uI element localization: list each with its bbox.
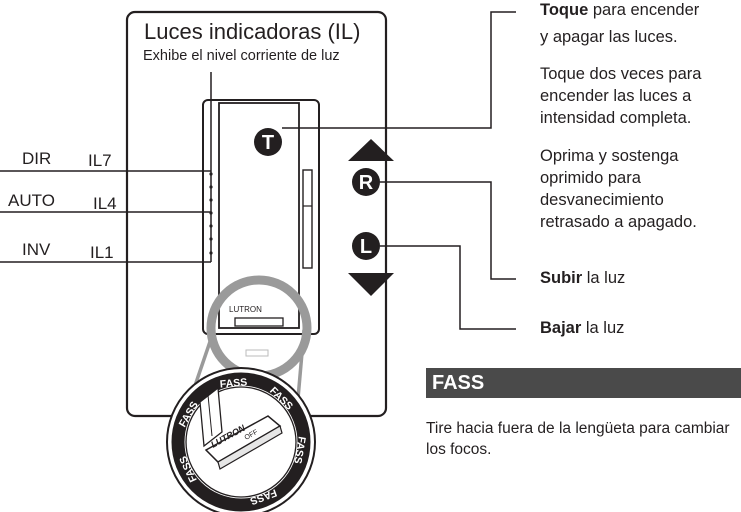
fass-description: Tire hacia fuera de la lengüeta para cam…: [426, 420, 730, 458]
mode-label-dir: DIR: [22, 149, 52, 168]
tap-callout: Toque para encender: [540, 0, 699, 20]
lower-callout: Bajar la luz: [540, 318, 624, 338]
hold-line1: Oprima y sostenga: [540, 147, 679, 165]
tap-button-letter: T: [262, 132, 274, 154]
page-title: Luces indicadoras (IL): [144, 19, 361, 44]
tap-leader: [282, 11, 516, 129]
raise-callout: Subir la luz: [540, 268, 625, 288]
tap-text: para encender: [588, 1, 700, 19]
indicator-label-il4: IL4: [93, 194, 117, 213]
raise-button-letter: R: [359, 172, 374, 194]
hold-line4: retrasado a apagado.: [540, 213, 697, 231]
indicator-label-il7: IL7: [88, 151, 112, 170]
fass-tab[interactable]: [234, 317, 284, 327]
tap-button-icon[interactable]: [254, 128, 282, 156]
tap-callout-line2: y apagar las luces.: [540, 28, 678, 46]
double-tap-line2: encender las luces a: [540, 87, 692, 105]
double-tap-line3: intensidad completa.: [540, 109, 692, 127]
lower-arrow-icon[interactable]: [348, 273, 394, 296]
double-tap-line1: Toque dos veces para: [540, 65, 702, 83]
lower-text: la luz: [581, 319, 625, 337]
raise-arrow-icon[interactable]: [348, 139, 394, 161]
lower-bold: Bajar: [540, 319, 582, 337]
hold-line3: desvanecimiento: [540, 191, 664, 209]
ring-word: FASS: [291, 435, 308, 464]
tap-bold: Toque: [540, 1, 589, 19]
mode-label-auto: AUTO: [8, 191, 55, 210]
lower-button-icon[interactable]: [352, 232, 380, 260]
indicator-label-il1: IL1: [90, 243, 114, 262]
raise-button-icon[interactable]: [352, 168, 380, 196]
raise-text: la luz: [582, 269, 626, 287]
page-subtitle: Exhibe el nivel corriente de luz: [143, 48, 340, 64]
lower-leader: [380, 245, 516, 330]
ring-word: FASS: [219, 376, 247, 390]
lower-button-letter: L: [360, 236, 372, 258]
rocker-slot[interactable]: [302, 169, 313, 269]
fass-zoom-device: LUTRON OFF: [199, 386, 283, 470]
lens-glint: [245, 349, 269, 357]
hold-line2: oprimido para: [540, 169, 641, 187]
raise-leader: [380, 181, 516, 280]
raise-bold: Subir: [540, 269, 583, 287]
fass-header: FASS: [426, 368, 741, 398]
brand-label: LUTRON: [229, 305, 262, 314]
mode-label-inv: INV: [22, 240, 51, 259]
